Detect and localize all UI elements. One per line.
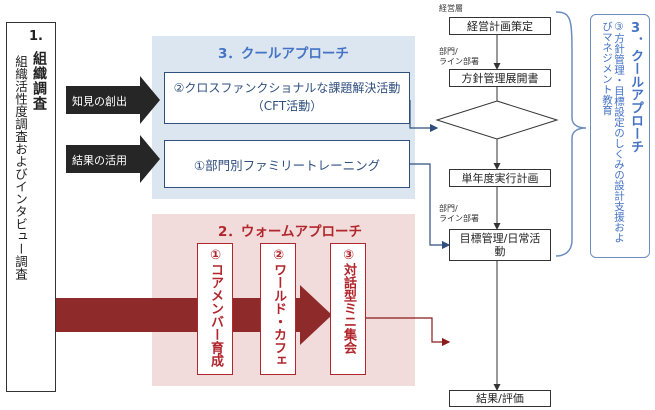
family-connector xyxy=(410,163,451,250)
core-member-box: ①コアメンバー育成 xyxy=(197,243,233,375)
annual-plan-box: 単年度実行計画 xyxy=(449,169,551,187)
warm-approach-title: 2．ウォームアプローチ xyxy=(218,224,362,240)
mini-meeting-label: 対話型ミニ集会 xyxy=(341,263,356,354)
results-arrow-label: 結果の活用 xyxy=(72,154,127,167)
family-training-box: ①部門別ファミリートレーニング xyxy=(164,140,410,188)
knowledge-arrow-label: 知見の創出 xyxy=(72,95,127,108)
decision-diamond xyxy=(435,100,559,140)
cft-box: ②クロスファンクショナルな課題解決活動（CFT活動） xyxy=(164,72,410,124)
result-box: 結果/評価 xyxy=(449,390,551,407)
knowledge-arrow xyxy=(66,76,160,124)
world-cafe-num: ② xyxy=(271,248,286,263)
mgmt-plan-box: 経営計画策定 xyxy=(449,17,551,35)
results-arrow xyxy=(66,135,160,183)
dept-label-2: 部門/ xyxy=(439,204,458,213)
family-training-label: ①部門別ファミリートレーニング xyxy=(193,157,381,173)
mini-meeting-connector xyxy=(360,317,451,347)
dept-label-1: 部門/ xyxy=(439,47,458,56)
core-member-num: ① xyxy=(208,248,223,263)
core-member-label: コアメンバー育成 xyxy=(208,263,223,367)
line-label-1: ライン部署 xyxy=(439,57,479,66)
line-label-2: ライン部署 xyxy=(439,214,479,223)
side-brace xyxy=(555,11,587,257)
goal-box: 目標管理/日常活動 xyxy=(449,229,551,261)
cft-label: ②クロスファンクショナルな課題解決活動（CFT活動） xyxy=(173,81,401,113)
mgmt-layer-label: 経営層 xyxy=(439,4,463,13)
survey-subtitle: 組織活性度調査およびインタビュー調査 xyxy=(13,55,28,280)
policy-box: 方針管理展開書 xyxy=(449,69,551,87)
world-cafe-box: ②ワールド・カフェ xyxy=(260,243,296,375)
survey-number: 1. xyxy=(29,29,43,44)
cft-connector xyxy=(409,100,439,133)
side-panel: 3．クールアプローチ ③方針管理・目標設定のしくみの設計支援およびマネジメント教… xyxy=(590,14,650,258)
side-panel-title: 3．クールアプローチ xyxy=(628,21,643,153)
side-panel-body: ③方針管理・目標設定のしくみの設計支援およびマネジメント教育 xyxy=(601,21,625,243)
mini-meeting-box: ③対話型ミニ集会 xyxy=(330,243,366,375)
goal-label: 目標管理/日常活動 xyxy=(459,232,541,258)
survey-title: 組織調査 xyxy=(31,51,47,111)
mini-meeting-num: ③ xyxy=(341,248,356,263)
cool-approach-title: 3．クールアプローチ xyxy=(218,46,349,62)
survey-box: 1. 組織調査 組織活性度調査およびインタビュー調査 xyxy=(6,22,56,392)
world-cafe-label: ワールド・カフェ xyxy=(271,263,286,367)
